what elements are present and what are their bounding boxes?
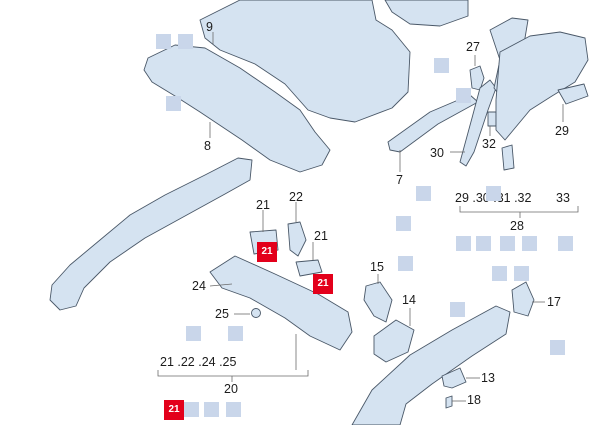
leader-24 [209, 283, 233, 287]
callout-group-20-items: 21 .22 .24 .25 [160, 355, 237, 369]
callout-21-left: 21 [256, 198, 270, 212]
bracket-part-17 [511, 281, 535, 317]
badge-21-bottom[interactable]: 21 [164, 400, 184, 420]
marker-square [416, 186, 431, 201]
callout-25: 25 [215, 307, 229, 321]
longitudinal-member [49, 157, 253, 311]
marker-square [226, 402, 241, 417]
marker-square [522, 236, 537, 251]
marker-square [204, 402, 219, 417]
floor-panel-top [199, 0, 411, 123]
callout-28: 28 [510, 219, 524, 233]
marker-square [500, 236, 515, 251]
callout-13: 13 [481, 371, 495, 385]
callout-32: 32 [482, 137, 496, 151]
callout-9: 9 [206, 20, 213, 34]
marker-square [396, 216, 411, 231]
rear-sill [351, 305, 511, 425]
floor-panel-part-8 [143, 44, 331, 173]
marker-square [492, 266, 507, 281]
nut-part-25 [251, 308, 261, 318]
bracket-part-14 [373, 319, 415, 363]
marker-square [186, 326, 201, 341]
marker-square [550, 340, 565, 355]
marker-square [184, 402, 199, 417]
marker-square [486, 186, 501, 201]
marker-square [450, 302, 465, 317]
callout-17: 17 [547, 295, 561, 309]
callout-7: 7 [396, 173, 403, 187]
marker-square [456, 236, 471, 251]
marker-square [514, 266, 529, 281]
badge-21-right[interactable]: 21 [313, 274, 333, 294]
marker-square [156, 34, 171, 49]
callout-14: 14 [402, 293, 416, 307]
bracket-part-29 [557, 83, 589, 105]
bracket-part-21-right [295, 259, 323, 277]
bracket-part-22 [287, 221, 307, 257]
callout-22: 22 [289, 190, 303, 204]
bracket-20 [157, 370, 309, 382]
callout-24: 24 [192, 279, 206, 293]
callout-33: 33 [556, 191, 570, 205]
bracket-part-15 [363, 281, 393, 323]
callout-20: 20 [224, 382, 238, 396]
wheelhouse-part-29 [495, 31, 589, 141]
sill-strip-part-7 [387, 94, 479, 153]
rear-panel-top [384, 0, 469, 27]
callout-18: 18 [467, 393, 481, 407]
callout-21-right: 21 [314, 229, 328, 243]
callout-30: 30 [430, 146, 444, 160]
marker-square [178, 34, 193, 49]
badge-21-left[interactable]: 21 [257, 242, 277, 262]
marker-square [558, 236, 573, 251]
pillar-lower-part-31 [501, 144, 515, 171]
marker-square [434, 58, 449, 73]
callout-29: 29 [555, 124, 569, 138]
clip-part-32 [487, 111, 497, 127]
screw-part-18 [445, 395, 453, 409]
callout-27: 27 [466, 40, 480, 54]
bracket-28 [459, 206, 579, 218]
callout-15: 15 [370, 260, 384, 274]
callout-8: 8 [204, 139, 211, 153]
marker-square [398, 256, 413, 271]
cross-member-part-20 [209, 255, 353, 351]
marker-square [456, 88, 471, 103]
marker-square [228, 326, 243, 341]
marker-square [166, 96, 181, 111]
marker-square [476, 236, 491, 251]
bracket-part-13 [441, 367, 467, 389]
clip-part-27 [469, 65, 485, 91]
